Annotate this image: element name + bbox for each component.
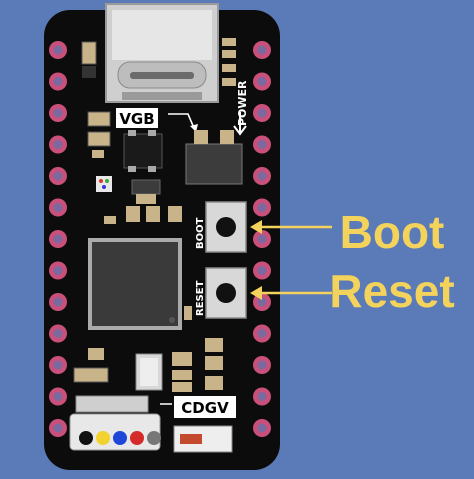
pad-hole [53,140,63,149]
reset-silk-label: RESET [195,280,206,316]
wire-black [79,431,93,445]
vgb-label-box [116,108,158,128]
smd-resistor [136,194,156,204]
pad-hole [53,234,63,244]
power-label: POWER [236,80,249,126]
rgb-led [96,176,112,192]
smd-capacitor [126,206,140,222]
smd-capacitor [205,338,223,352]
smd-part [131,179,161,195]
usb-c-connector [105,3,219,103]
vgb-arrow-line [168,113,195,129]
smd-resistor [104,216,116,224]
pad-hole [257,45,267,55]
cdgv-label-box [174,396,236,418]
usb-c-top [112,10,212,60]
power-ic-pad [194,130,208,144]
smd-resistor [222,38,236,46]
boot-callout: Boot [340,206,445,258]
usb-c-tongue [130,72,194,79]
reset-button-cap [216,283,236,303]
vgb-label: VGB [119,110,154,128]
mcu-pin1-marker [169,317,175,323]
smd-resistor [184,306,192,320]
smd-part [82,66,96,78]
pad-hole [257,140,267,149]
pad-hole [257,392,267,401]
wire-red [130,431,144,445]
smd-resistor [172,370,192,380]
smd-resistor [222,64,236,72]
pad-hole [53,203,63,212]
power-ic [185,143,243,185]
regulator [123,133,163,169]
wire-yellow [96,431,110,445]
smd-capacitor [73,367,109,383]
smd-resistor [222,50,236,58]
pad-hole [257,266,267,275]
pad-hole [53,108,63,118]
smd-capacitor [205,376,223,390]
regulator-pin [128,166,136,172]
pad-hole [53,77,63,86]
smd-capacitor [146,206,160,222]
reset-callout: Reset [329,265,454,317]
pad-hole [53,297,63,307]
smd-resistor [172,352,192,366]
pad-hole [53,171,63,181]
wire-blue [113,431,127,445]
pad-hole [257,203,267,212]
rgb-led-green [105,179,109,183]
castellated-pads [49,41,271,437]
mcu-body [92,242,178,326]
pad-hole [257,423,267,433]
usb-c-pins [122,92,202,100]
inductor-top [140,358,158,386]
power-arrow [233,112,247,136]
smd-resistor [81,41,97,65]
smd-capacitor [87,131,111,147]
pad-hole [257,108,267,118]
rgb-led-blue [102,185,106,189]
regulator-pin [128,130,136,136]
pad-hole [257,360,267,370]
pad-hole [53,266,63,275]
pad-hole [53,329,63,338]
regulator-pin [148,166,156,172]
boot-arrow-head [250,220,262,234]
smd-resistor [92,150,104,158]
slide-switch-knob [180,434,202,444]
smd-capacitor [87,111,111,127]
smd-resistor [88,348,104,360]
pad-hole [257,171,267,181]
boot-button-cap [216,217,236,237]
pad-hole [53,392,63,401]
regulator-pin [148,130,156,136]
jst-header [75,395,149,413]
smd-capacitor [205,356,223,370]
boot-button[interactable] [205,201,247,253]
pad-hole [53,423,63,433]
pad-hole [257,297,267,307]
smd-capacitor [168,206,182,222]
cdgv-label: CDGV [181,399,229,417]
power-ic-pad [220,130,234,144]
mcu-chip [88,238,182,330]
pad-hole [257,77,267,86]
pad-hole [257,234,267,244]
jst-connector [69,395,161,451]
pad-hole [257,329,267,338]
wire-gray [147,431,161,445]
reset-button[interactable] [205,267,247,319]
boot-silk-label: BOOT [195,217,206,249]
smd-resistor [172,382,192,392]
rgb-led-red [99,179,103,183]
smd-resistor [222,78,236,86]
pad-hole [53,45,63,55]
pad-hole [53,360,63,370]
reset-arrow-head [250,286,262,300]
